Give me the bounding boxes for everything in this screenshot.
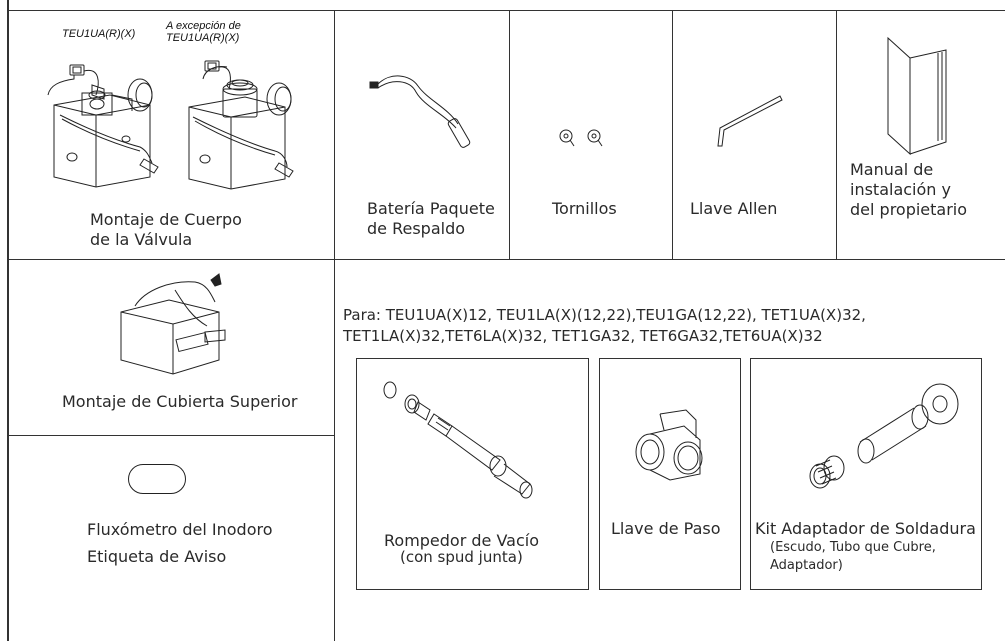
row-divider [7,259,1005,260]
col-divider-2 [509,10,510,259]
top-cover-illustration [115,270,235,380]
screws-illustration [556,126,616,150]
manual-caption-line2: instalación y [850,180,951,199]
vacuum-caption-line1: Rompedor de Vacío [384,531,540,550]
applicable-models-line1: Para: TEU1UA(X)12, TEU1LA(X)(12,22),TEU1… [343,306,866,324]
battery-caption-line2: de Respaldo [367,219,466,238]
col-divider-1 [334,10,335,641]
solder-adapter-box [750,358,982,590]
valve-model-label-a: TEU1UA(R)(X) [62,28,136,40]
vacuum-breaker-box [356,358,589,590]
stop-valve-box [599,358,741,590]
solder-caption-line2: Adaptador) [770,558,843,573]
valve-caption-line2: de la Válvula [90,230,193,249]
manual-booklet-illustration [880,38,950,158]
col-divider-4 [836,10,837,259]
solder-caption-line1: (Escudo, Tubo que Cubre, [770,540,936,555]
battery-pack-illustration [370,70,480,160]
applicable-models-line2: TET1LA(X)32,TET6LA(X)32, TET1GA32, TET6G… [343,327,823,345]
screws-caption: Tornillos [552,199,617,218]
left-border [7,0,9,641]
solder-adapter-illustration [800,380,970,510]
solder-caption-title: Kit Adaptador de Soldadura [755,519,976,538]
stop-valve-illustration [630,400,720,490]
allen-key-illustration [716,98,786,158]
col-divider-3 [672,10,673,259]
warning-label-illustration [128,464,186,494]
top-border [7,10,1005,11]
stop-valve-caption: Llave de Paso [611,519,721,538]
valve-model-label-b2: TEU1UA(R)(X) [166,32,240,44]
valve-model-label-b1: A excepción de [166,20,241,32]
manual-caption-line3: del propietario [850,200,968,219]
valve-body-a-illustration [40,55,180,205]
battery-caption-line1: Batería Paquete [367,199,495,218]
warning-caption-line1: Fluxómetro del Inodoro [87,520,273,539]
cover-caption: Montaje de Cubierta Superior [62,392,298,411]
vacuum-caption-line2: (con spud junta) [400,548,523,566]
vacuum-breaker-illustration [380,380,560,510]
valve-body-b-illustration [175,55,315,205]
left-cell-divider [7,435,334,436]
warning-caption-line2: Etiqueta de Aviso [87,547,227,566]
manual-caption-line1: Manual de [850,160,934,179]
allen-caption: Llave Allen [690,199,778,218]
valve-caption-line1: Montaje de Cuerpo [90,210,242,229]
